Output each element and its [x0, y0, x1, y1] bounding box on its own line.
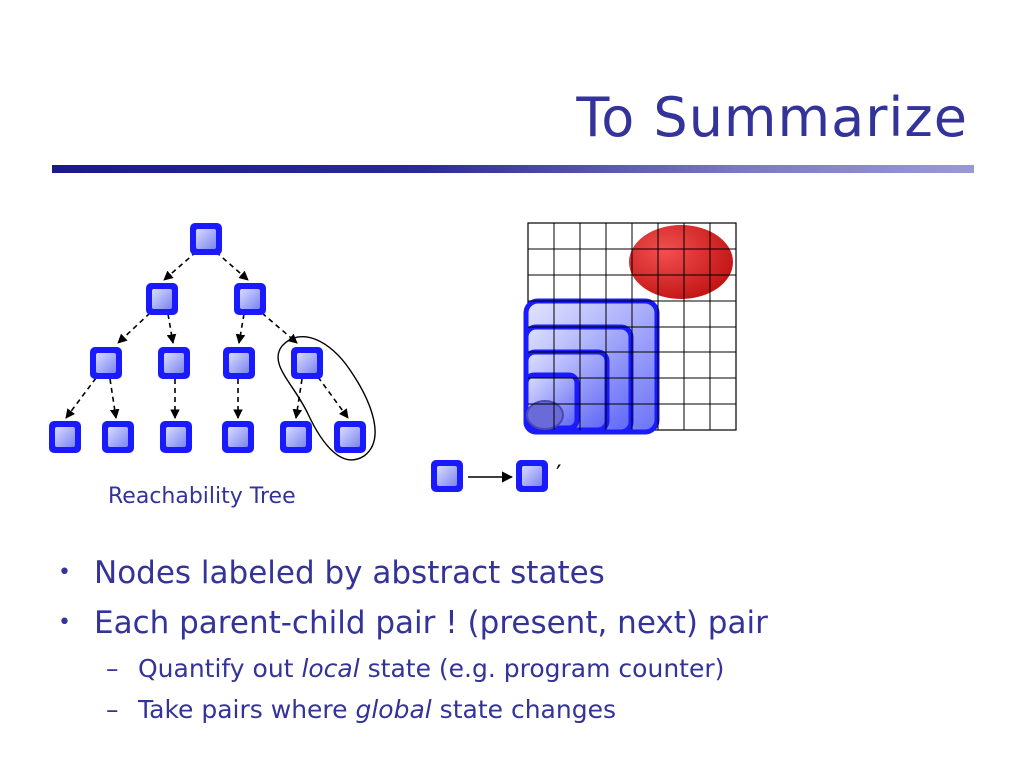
tree-edge: [215, 251, 249, 281]
sub-bullet-emphasis: global: [355, 695, 432, 724]
bullet-marker: •: [58, 610, 71, 635]
initial-region: [526, 400, 564, 430]
bullet-item: • Nodes labeled by abstract states: [58, 548, 768, 598]
pair-highlight-outline: [277, 335, 376, 461]
bullet-item: • Each parent-child pair ! (present, nex…: [58, 598, 768, 648]
state-node-icon: [431, 460, 463, 492]
sub-bullet-text-after: state changes: [431, 695, 616, 724]
state-node-icon: [160, 421, 192, 453]
state-node-icon: [90, 347, 122, 379]
state-node-icon: [334, 421, 366, 453]
sub-bullet-text-before: Take pairs where: [138, 695, 356, 724]
tree-nodes: [49, 223, 366, 453]
tree-edge: [109, 378, 120, 419]
state-node-icon: [223, 347, 255, 379]
grid-lines: [528, 223, 736, 430]
state-node-icon: [190, 223, 222, 255]
slide-title: To Summarize: [576, 86, 968, 149]
tree-edges: [65, 251, 349, 419]
sub-bullet-item: – Quantify out local state (e.g. program…: [58, 648, 768, 689]
state-node-icon: [280, 421, 312, 453]
state-node-icon: [291, 347, 323, 379]
state-node-icon: [158, 347, 190, 379]
state-node-icon: [102, 421, 134, 453]
tree-edge: [65, 377, 97, 419]
title-underline: [52, 165, 974, 173]
bullet-text: Nodes labeled by abstract states: [94, 555, 605, 591]
tree-edge: [317, 376, 349, 419]
sub-bullet-item: – Take pairs where global state changes: [58, 689, 768, 730]
tree-edge: [261, 312, 298, 344]
bullet-marker: •: [58, 560, 71, 585]
tree-caption: Reachability Tree: [108, 484, 296, 509]
state-node-icon: [234, 283, 266, 315]
sub-bullet-marker: –: [106, 695, 119, 724]
tree-edge: [163, 251, 197, 281]
state-node-icon: [222, 421, 254, 453]
sub-bullet-emphasis: local: [301, 654, 360, 683]
state-grid: [523, 222, 737, 435]
sub-bullet-marker: –: [106, 654, 119, 683]
red-region: [629, 225, 733, 299]
tree-edge: [117, 312, 151, 344]
tree-edge: [235, 313, 246, 344]
state-node-icon: [146, 283, 178, 315]
sub-bullet-text-after: state (e.g. program counter): [359, 654, 725, 683]
bullet-text: Each parent-child pair ! (present, next)…: [94, 605, 768, 641]
bullet-list: • Nodes labeled by abstract states • Eac…: [58, 548, 768, 730]
transition-pair: ′: [431, 460, 561, 492]
state-node-icon: [516, 460, 548, 492]
prime-mark: ′: [556, 460, 561, 488]
state-node-icon: [49, 421, 81, 453]
sub-bullet-text-before: Quantify out: [138, 654, 302, 683]
tree-edge: [166, 313, 177, 344]
